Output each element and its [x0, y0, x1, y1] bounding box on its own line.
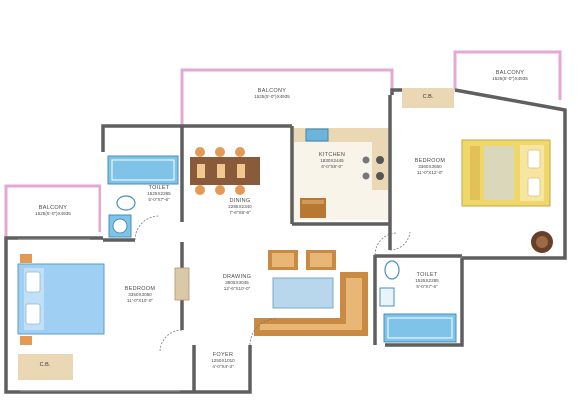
room-size-imperial: 4'-0"X4'-3" [212, 363, 234, 369]
door-swing [249, 318, 277, 346]
nightstand [20, 336, 32, 345]
room-title: BALCONY [38, 205, 68, 211]
shower-right [383, 313, 457, 343]
bedroom-right-label: BEDROOM 3360X3660 11'-0"X12'-0" [400, 158, 460, 175]
kitchen-sink [305, 128, 329, 142]
room-size: 1525(5'-0")X4935 [254, 94, 290, 100]
cupboard-label-bottom-left: C.B. [39, 362, 51, 368]
walls [4, 88, 567, 394]
bed-pillow [527, 177, 541, 197]
dining-label: DINING 2285X2340 7'-6"X8'-6" [210, 198, 270, 215]
room-size: 1830X2445 [320, 158, 344, 164]
bedroom-left-furniture [17, 254, 105, 345]
tv-console [174, 267, 190, 301]
cupboard-bottom-left [18, 354, 73, 380]
room-size: 3350X3050 [128, 292, 152, 298]
coffee-table [272, 277, 334, 309]
toilet-left-label: TOILET 1525X2285 5'-0"X7'-6" [134, 185, 184, 202]
outer-wall-bottom [4, 236, 252, 394]
room-title: BALCONY [257, 88, 287, 94]
wc-right [384, 260, 400, 280]
door-swings [134, 215, 411, 353]
basin-right [379, 287, 395, 307]
balcony-left-outline [4, 184, 102, 238]
toilet-left-fixtures [107, 155, 179, 238]
bedroom-right-furniture [461, 139, 553, 253]
room-size: 1250X1010 [211, 358, 235, 364]
room-title: DRAWING [222, 274, 252, 280]
room-size: 2285X2340 [228, 204, 252, 210]
door-swing [159, 329, 183, 353]
room-title: BEDROOM [414, 158, 446, 164]
shower-left [107, 155, 179, 185]
room-size: 1525(5'-0")X4935 [492, 76, 528, 82]
outer-wall-right-bottom [385, 258, 464, 347]
dining-chair [215, 147, 225, 157]
outer-wall-right [454, 88, 567, 260]
room-title: BEDROOM [124, 286, 156, 292]
outer-wall-top-right [390, 88, 402, 95]
balcony-left-label: BALCONY 1525(5'-0")X4935 [14, 205, 92, 217]
room-size: 3805X3045 [225, 280, 249, 286]
kitchen-label: KITCHEN 1830X2445 6'-0"X8'-0" [300, 152, 364, 169]
foyer-label: FOYER 1250X1010 4'-0"X4'-3" [198, 352, 248, 369]
room-title: DINING [229, 198, 251, 204]
drawing-label: DRAWING 3805X3045 12'-6"X10'-0" [205, 274, 269, 291]
dining-chair [235, 185, 245, 195]
room-size: 3360X3660 [418, 164, 442, 170]
bedroom-left-label: BEDROOM 3350X3050 11'-0"X10'-0" [110, 286, 170, 303]
balcony-right-outline [453, 50, 562, 100]
room-size-imperial: 11'-0"X10'-0" [126, 297, 154, 303]
room-size-imperial: 7'-6"X8'-6" [229, 209, 251, 215]
nightstand [20, 254, 32, 263]
door-swing [389, 231, 411, 251]
balcony-right-label: BALCONY 1525(5'-0")X4935 [472, 70, 548, 82]
kitchen-fixtures [294, 128, 388, 218]
bed-pillow [25, 303, 41, 325]
kitchen-counter-right [372, 142, 388, 190]
bed-pillow [25, 271, 41, 293]
balcony-walls [4, 50, 562, 238]
room-title: KITCHEN [318, 152, 346, 158]
room-title: TOILET [148, 185, 170, 191]
toilet-right-fixtures [379, 260, 457, 343]
kitchen-stove [376, 156, 384, 164]
room-size-imperial: 11'-0"X12'-0" [416, 169, 444, 175]
cupboard-label-top-right: C.B. [422, 94, 434, 100]
room-size-imperial: 5'-0"X7'-6" [148, 196, 170, 202]
basin-left [112, 218, 128, 234]
balcony-top-label: BALCONY 1525(5'-0")X4935 [232, 88, 312, 100]
room-size: 1525X2285 [147, 191, 171, 197]
dining-set [190, 147, 260, 195]
dining-chair [235, 147, 245, 157]
room-title: BALCONY [495, 70, 525, 76]
kitchen-stove [376, 172, 384, 180]
wc-left [116, 195, 136, 211]
room-size-imperial: 6'-0"X8'-0" [321, 163, 343, 169]
bed-pillow [527, 149, 541, 169]
dining-chair [215, 185, 225, 195]
room-size: 1525(5'-0")X4935 [35, 211, 71, 217]
door-swing [134, 215, 160, 241]
room-size: 1525X2285 [415, 278, 439, 284]
room-size-imperial: 12'-6"X10'-0" [223, 285, 251, 291]
dining-chair [195, 185, 205, 195]
balcony-top-outline [180, 68, 394, 125]
toilet-right-label: TOILET 1525X2285 5'-0"X7'-6" [400, 272, 454, 289]
drawing-furniture [174, 250, 368, 336]
cupboard-top-right [402, 88, 454, 108]
windows [18, 238, 180, 392]
bed-right-blanket [484, 146, 514, 200]
room-size-imperial: 5'-0"X7'-6" [416, 283, 438, 289]
dining-chair [195, 147, 205, 157]
outer-wall-top [101, 124, 292, 152]
room-title: TOILET [416, 272, 438, 278]
room-title: FOYER [212, 352, 234, 358]
door-swing [374, 232, 398, 256]
l-shaped-sofa [254, 272, 368, 336]
